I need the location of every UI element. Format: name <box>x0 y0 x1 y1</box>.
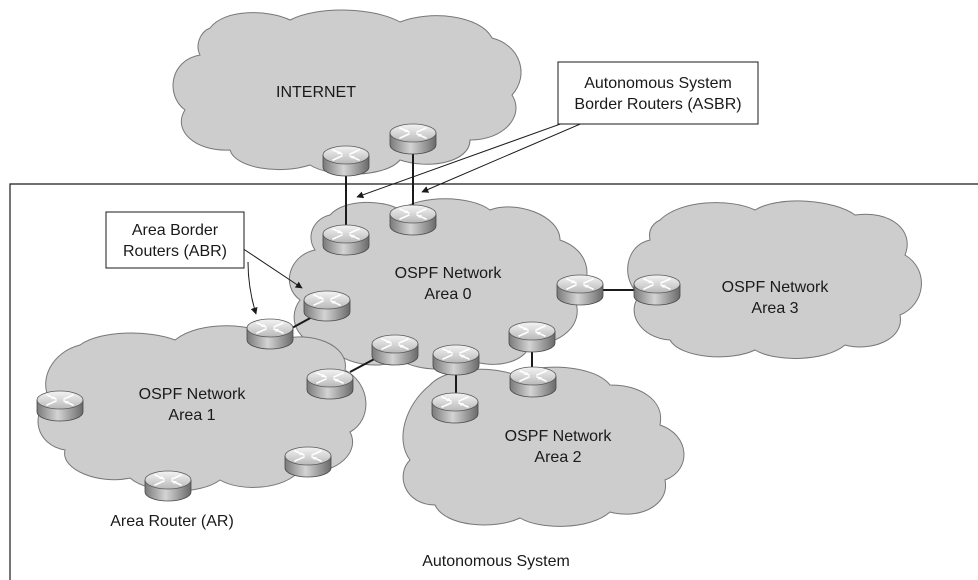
autonomous-system-label: Autonomous System <box>422 553 570 570</box>
router-asbr-1 <box>322 224 370 256</box>
area3-label-line2: Area 3 <box>751 300 798 317</box>
router-abr-area0-1 <box>303 290 351 322</box>
area2-label-line1: OSPF Network <box>505 428 613 445</box>
router-area1-1 <box>306 368 354 400</box>
area1-label-line2: Area 1 <box>168 407 215 424</box>
router-area1-3 <box>284 446 332 478</box>
router-area0-6 <box>508 321 556 353</box>
router-abr-area1 <box>246 318 294 350</box>
internet-label: INTERNET <box>276 84 356 101</box>
router-area2-1 <box>431 392 479 424</box>
router-area3 <box>633 274 681 306</box>
abr-callout-line2: Routers (ABR) <box>123 243 227 260</box>
area0-label-line2: Area 0 <box>424 286 471 303</box>
router-area2-2 <box>509 366 557 398</box>
asbr-callout-line2: Border Routers (ASBR) <box>574 96 741 113</box>
asbr-arrow-1 <box>356 121 567 199</box>
area0-label-line1: OSPF Network <box>395 265 503 282</box>
area-router-label: Area Router (AR) <box>110 513 234 530</box>
abr-arrow-1 <box>241 247 303 289</box>
asbr-arrow-2 <box>421 121 586 193</box>
router-area0-3 <box>556 274 604 306</box>
asbr-callout-line1: Autonomous System <box>584 75 732 92</box>
router-internet-2 <box>389 123 437 155</box>
area2-label-line2: Area 2 <box>534 449 581 466</box>
router-asbr-2 <box>389 204 437 236</box>
router-internet-1 <box>322 145 370 177</box>
area1-label-line1: OSPF Network <box>139 386 247 403</box>
abr-callout-box <box>105 211 245 269</box>
router-area0-4 <box>371 334 419 366</box>
router-area1-left <box>36 390 84 422</box>
autonomous-system-boundary <box>9 183 978 580</box>
router-area1-ar <box>144 470 192 502</box>
router-area0-5 <box>432 344 480 376</box>
asbr-callout-box <box>557 61 759 125</box>
abr-arrow-2 <box>247 261 258 315</box>
abr-callout-line1: Area Border <box>132 222 219 239</box>
area3-label-line1: OSPF Network <box>722 279 830 296</box>
